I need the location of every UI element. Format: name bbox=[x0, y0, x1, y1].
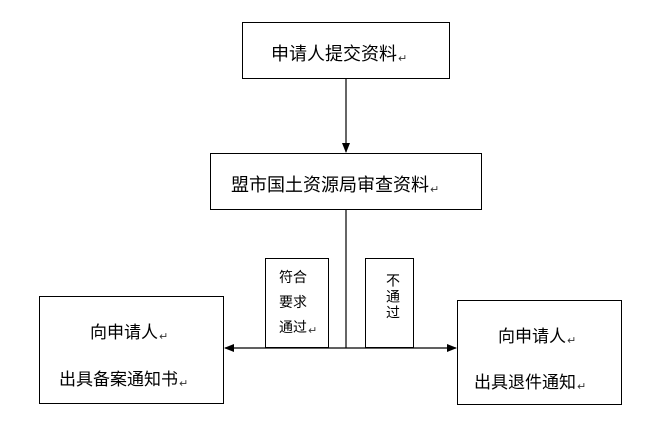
node-review-materials: 盟市国土资源局审查资料↵ bbox=[210, 153, 482, 210]
paragraph-mark-icon: ↵ bbox=[430, 183, 440, 196]
node-submit-label: 申请人提交资料 bbox=[271, 44, 397, 65]
fail-label: 不通过 bbox=[384, 273, 400, 321]
paragraph-mark-icon: ↵ bbox=[308, 324, 318, 337]
node-issue-filing-notice: 向申请人↵ 出具备案通知书↵ bbox=[39, 296, 224, 404]
node-review-label: 盟市国土资源局审查资料 bbox=[231, 175, 429, 196]
paragraph-mark-icon: ↵ bbox=[159, 330, 169, 343]
node-submit-materials: 申请人提交资料↵ bbox=[242, 22, 450, 79]
pass-label-line3: 通过 bbox=[279, 320, 307, 336]
paragraph-mark-icon: ↵ bbox=[567, 334, 577, 347]
paragraph-mark-icon: ↵ bbox=[398, 52, 408, 65]
edge-label-fail: 不通过 bbox=[365, 258, 414, 348]
edge-label-pass: 符合 要求 通过↵ bbox=[265, 258, 329, 348]
reject-line2: 出具退件通知 bbox=[474, 373, 576, 393]
reject-line1: 向申请人 bbox=[498, 327, 566, 347]
paragraph-mark-icon: ↵ bbox=[577, 380, 587, 393]
pass-label-line2: 要求 bbox=[279, 295, 307, 311]
pass-label-line1: 符合 bbox=[279, 270, 307, 286]
node-issue-return-notice: 向申请人↵ 出具退件通知↵ bbox=[457, 300, 622, 405]
approve-line1: 向申请人 bbox=[90, 323, 158, 343]
approve-line2: 出具备案通知书 bbox=[59, 370, 178, 390]
paragraph-mark-icon: ↵ bbox=[179, 377, 189, 390]
